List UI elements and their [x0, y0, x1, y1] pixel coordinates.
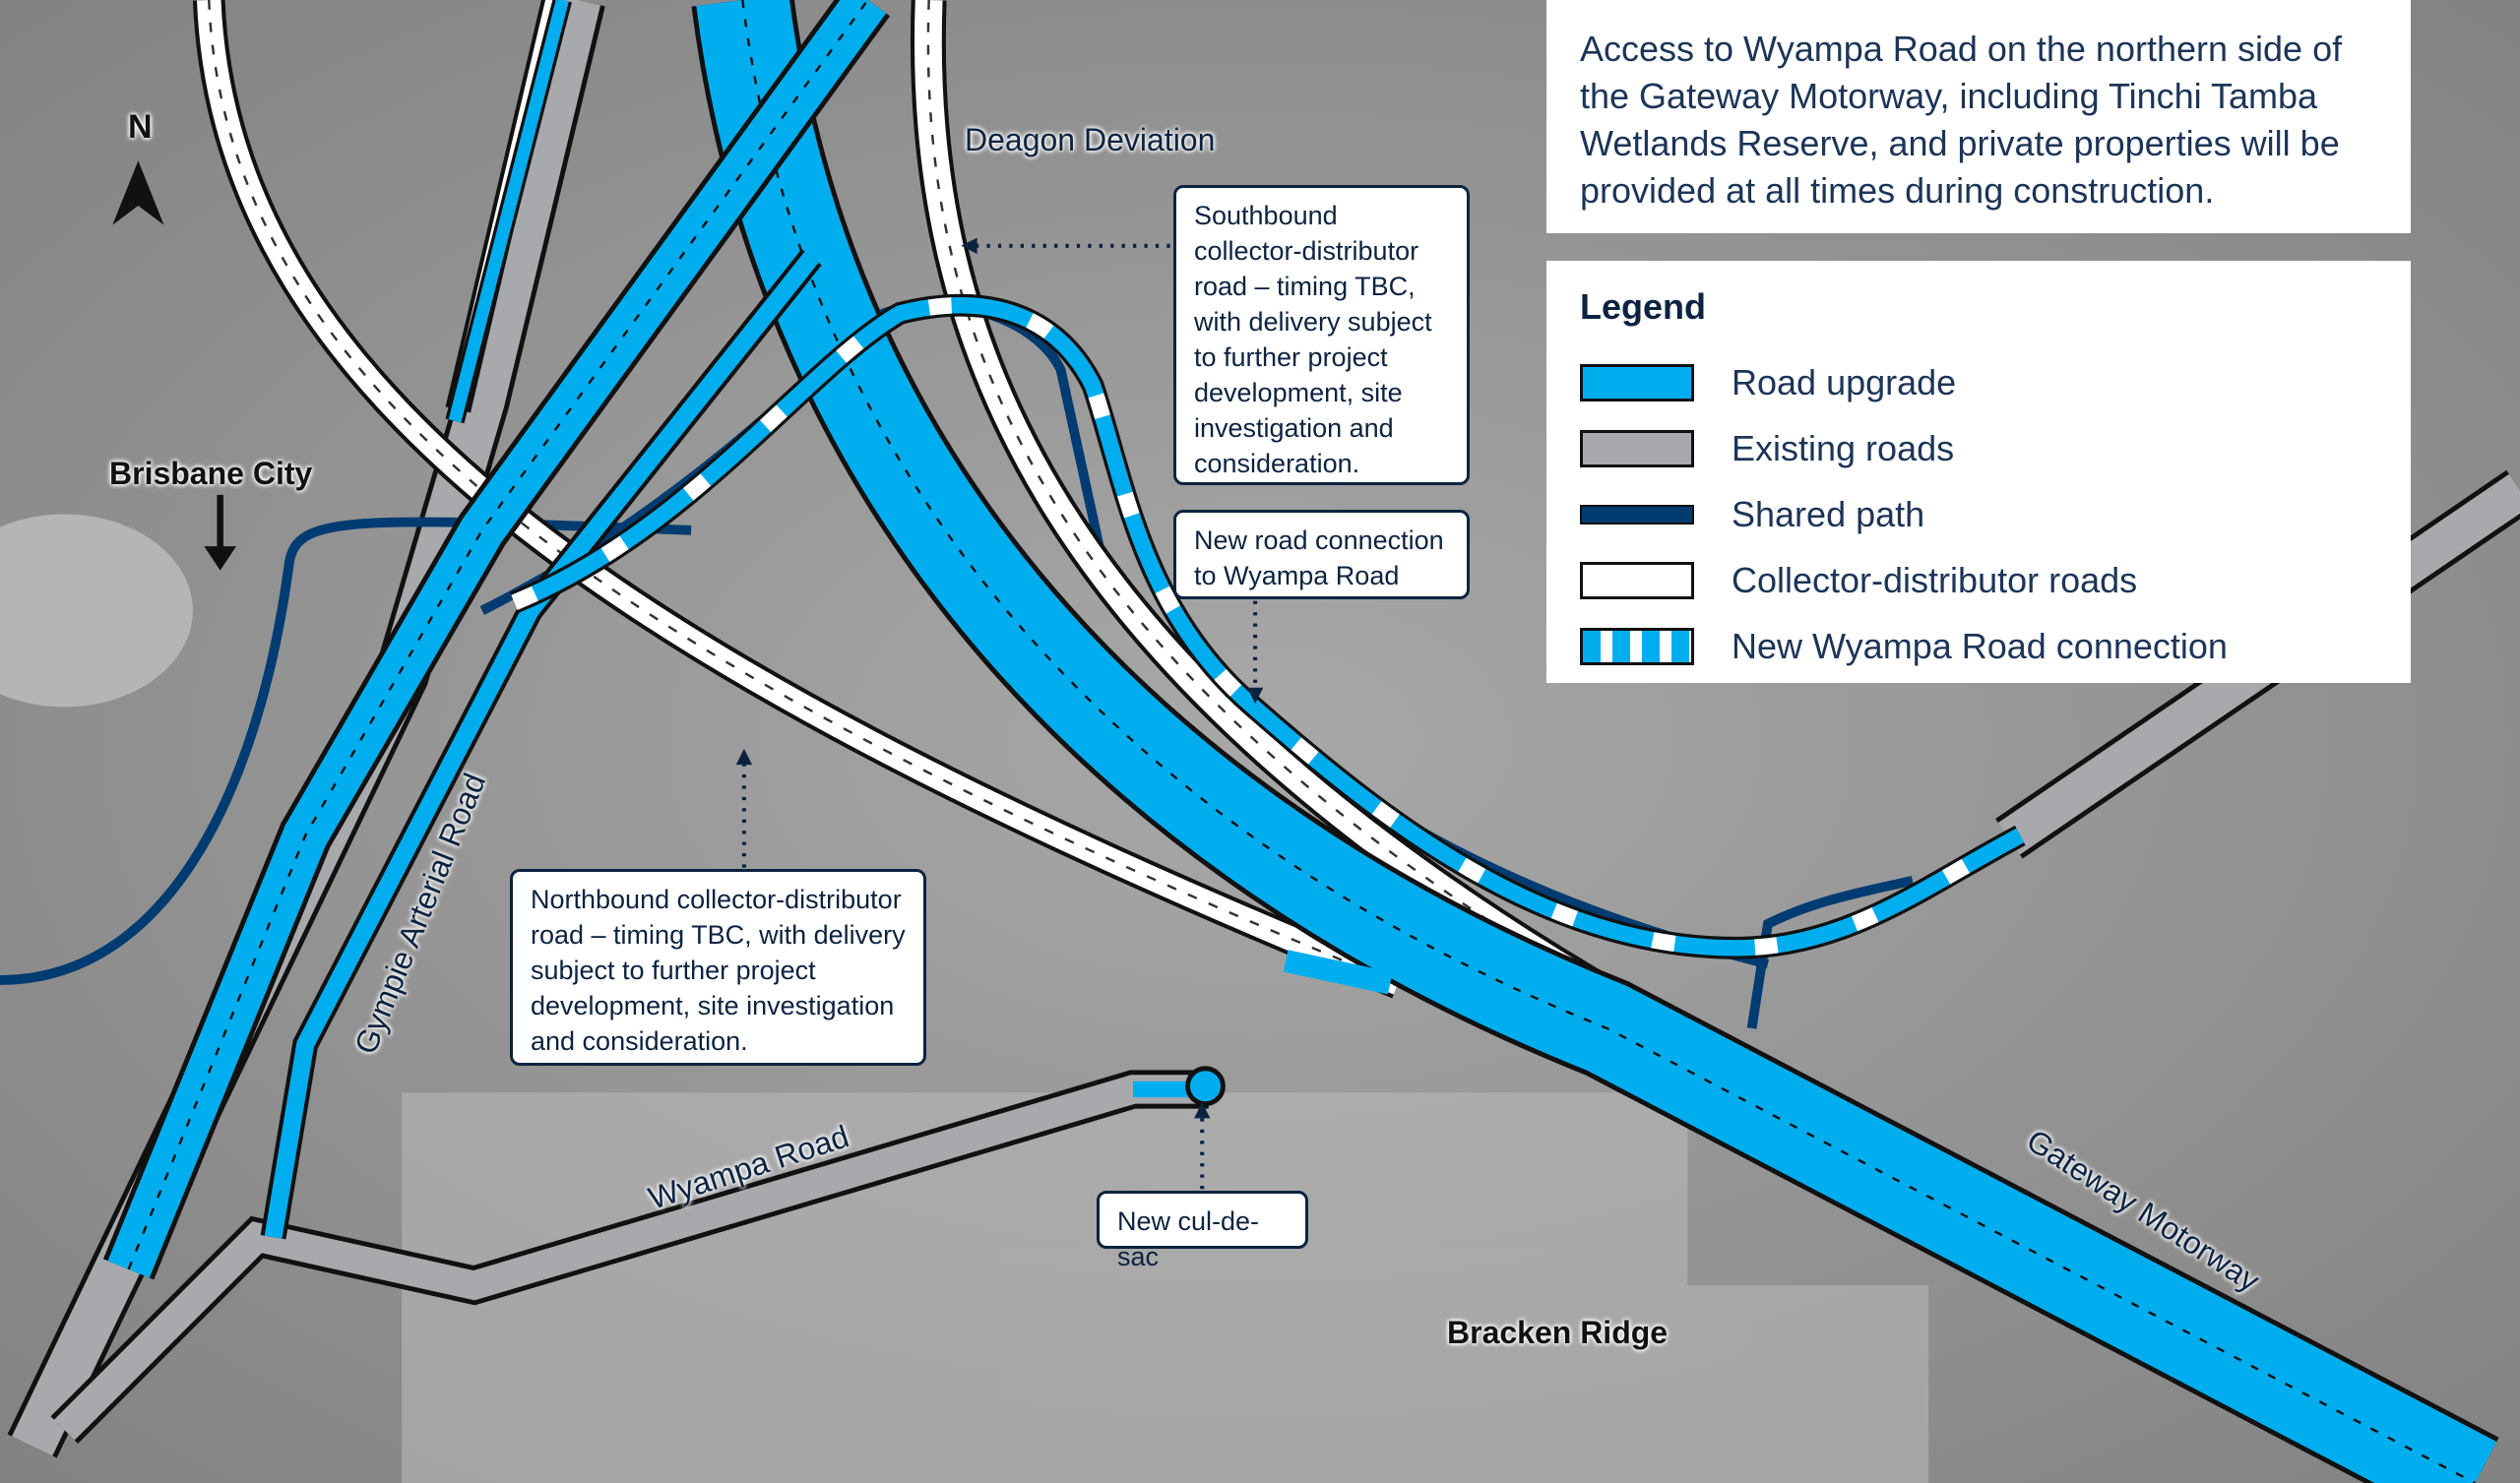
legend-label: New Wyampa Road connection	[1732, 625, 2228, 666]
callout-southbound: Southbound collector-distributor road – …	[1173, 185, 1470, 485]
callout-cul-de-sac: New cul-de-sac	[1097, 1191, 1308, 1271]
legend-title: Legend	[1580, 286, 1707, 327]
callout-new-connection: New road connection to Wyampa Road	[1173, 510, 1470, 599]
suburb-area	[402, 1092, 1929, 1483]
road-upgrade	[102, 0, 2499, 1483]
legend-label: Road upgrade	[1732, 361, 1957, 402]
legend-label: Existing roads	[1732, 427, 1955, 468]
access-note: Access to Wyampa Road on the northern si…	[1546, 0, 2411, 233]
legend-label: Shared path	[1732, 493, 1925, 534]
legend-item-collector-distributor: Collector-distributor roads	[1580, 547, 2377, 613]
legend-swatch	[1580, 429, 1694, 467]
legend-item-existing-roads: Existing roads	[1580, 415, 2377, 481]
down-arrow-icon	[204, 494, 236, 571]
new-wyampa-connection	[510, 293, 2026, 1107]
legend-swatch	[1580, 627, 1694, 665]
water-body	[0, 514, 193, 708]
label-brisbane-city: Brisbane City	[109, 456, 313, 491]
legend-swatch	[1580, 363, 1694, 402]
callout-arrowheads	[735, 237, 1264, 1119]
legend: Legend Road upgrade Existing roads Share…	[1546, 261, 2411, 683]
legend-item-new-wyampa-connection: New Wyampa Road connection	[1580, 613, 2377, 679]
legend-swatch	[1580, 561, 1694, 599]
label-bracken-ridge: Bracken Ridge	[1447, 1315, 1669, 1350]
legend-item-road-upgrade: Road upgrade	[1580, 349, 2377, 415]
legend-label: Collector-distributor roads	[1732, 559, 2138, 600]
north-label: N	[128, 108, 153, 146]
callout-northbound: Northbound collector-distributor road – …	[510, 869, 926, 1066]
legend-swatch	[1580, 504, 1694, 525]
label-deagon-deviation: Deagon Deviation	[965, 122, 1216, 157]
legend-item-shared-path: Shared path	[1580, 481, 2377, 547]
north-arrow-icon	[112, 160, 164, 225]
